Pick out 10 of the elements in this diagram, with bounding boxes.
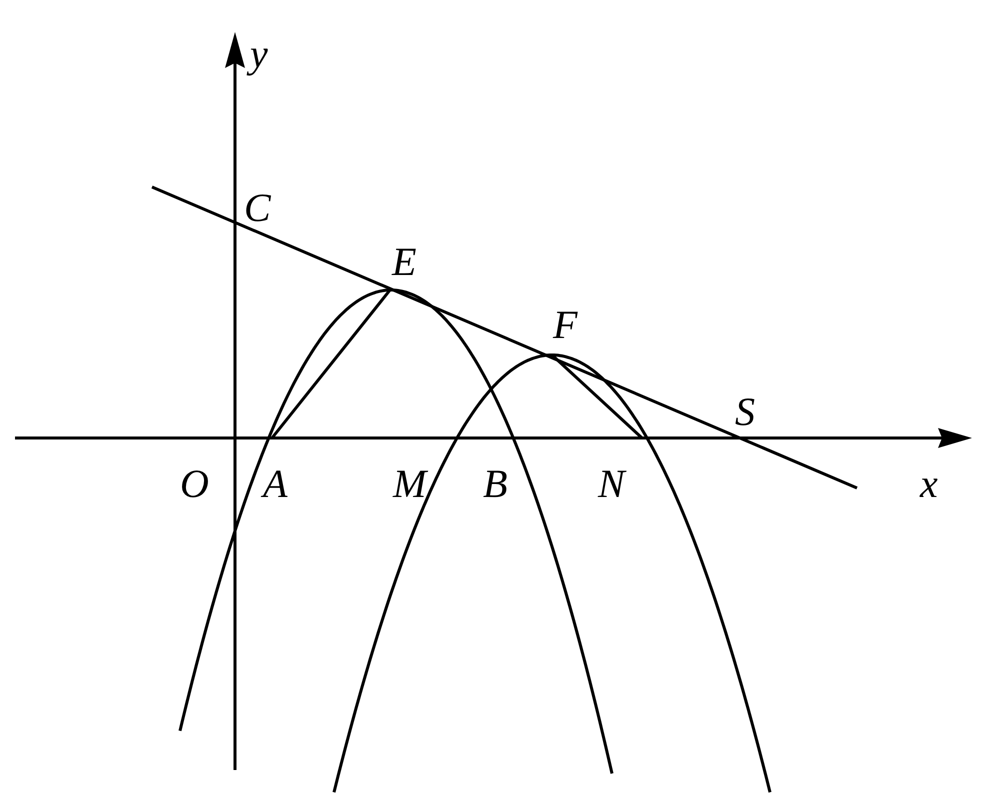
point-label: E	[392, 242, 416, 282]
point-label: A	[263, 464, 288, 504]
point-label: N	[598, 464, 625, 504]
point-label: O	[180, 464, 209, 504]
point-label: C	[244, 188, 271, 228]
point-label: M	[393, 464, 426, 504]
point-label: F	[553, 305, 578, 345]
axis-label: x	[920, 464, 938, 504]
point-label: S	[735, 392, 755, 432]
point-label: B	[483, 464, 508, 504]
